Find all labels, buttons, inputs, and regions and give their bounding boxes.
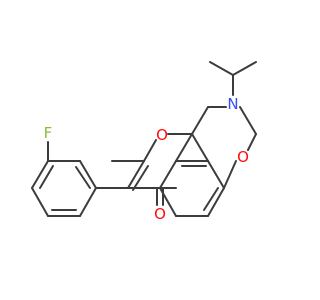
bond [191,106,209,135]
molecule-structure: F N O O O [31,61,257,223]
bond [132,165,149,191]
bond [207,160,225,189]
bonds [31,61,257,217]
bond [159,187,177,217]
bond [75,166,91,189]
oxazine-oxygen-atom: O [237,148,249,166]
pyran-oxygen-atom: O [156,126,168,144]
bond [207,187,225,217]
bond [39,165,54,189]
fluorine-atom: F [44,124,53,142]
bond [232,61,257,76]
bond [31,187,49,217]
carbonyl-oxygen-atom: O [154,205,166,223]
nitrogen-atom: N [227,95,238,113]
molecule-canvas: F N O O O [31,61,257,223]
atom-labels: F N O O O [44,95,249,223]
bond [127,160,145,189]
bond [223,160,237,189]
bond [247,133,257,151]
bond [203,187,219,211]
bond [79,187,97,217]
nitrogen-label: N [227,95,238,113]
pyran-oxygen-label: O [156,126,168,144]
bond [79,160,97,189]
bond [209,61,234,76]
bond [191,133,209,162]
carbonyl-oxygen-label: O [154,205,166,223]
bond [175,133,193,162]
bond [143,139,157,162]
fluorine-label: F [44,124,53,142]
oxazine-oxygen-label: O [237,148,249,166]
bond [159,160,177,189]
bond [239,106,257,135]
bond [31,160,49,189]
